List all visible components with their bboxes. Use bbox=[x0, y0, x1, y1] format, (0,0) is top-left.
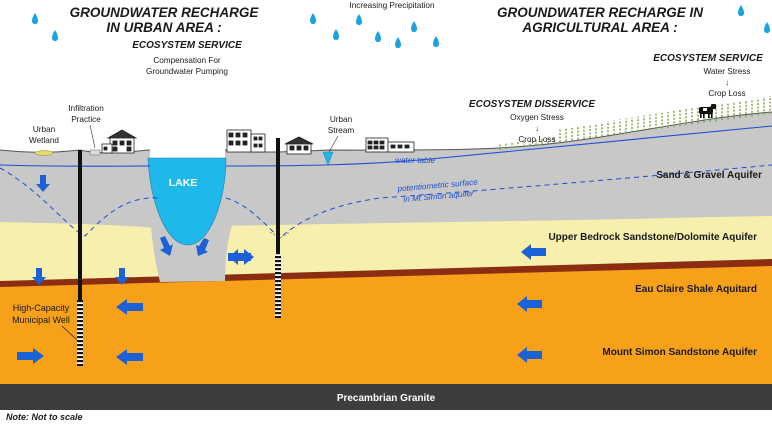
rain-drop-icon bbox=[375, 31, 381, 42]
precipitation-label: Increasing Precipitation bbox=[349, 1, 435, 10]
well-label-2: Municipal Well bbox=[12, 315, 70, 325]
rain-drops bbox=[32, 5, 770, 48]
flow-arrow bbox=[116, 299, 143, 315]
agri-ecosystem-service-title: ECOSYSTEM SERVICE bbox=[653, 53, 763, 64]
agri-service-text-2: Crop Loss bbox=[708, 89, 745, 98]
stream-well-screen bbox=[275, 254, 281, 318]
flow-arrow bbox=[116, 349, 143, 365]
urban-header-line-1: GROUNDWATER RECHARGE bbox=[70, 5, 260, 20]
agricultural-header-line-2: AGRICULTURAL AREA : bbox=[521, 20, 677, 35]
municipal-well-casing bbox=[78, 150, 82, 366]
urban-stream-leader-line bbox=[328, 135, 339, 153]
flow-arrow bbox=[517, 347, 542, 363]
water-table-label: water table bbox=[395, 156, 435, 165]
cow-icon bbox=[699, 104, 716, 118]
flow-arrow bbox=[196, 238, 209, 256]
upper-bedrock-label: Upper Bedrock Sandstone/Dolomite Aquifer bbox=[548, 232, 757, 243]
flow-arrow bbox=[160, 236, 173, 256]
urban-header: GROUNDWATER RECHARGE IN URBAN AREA : bbox=[70, 5, 260, 35]
building-house-center bbox=[284, 136, 314, 155]
flow-arrow bbox=[228, 249, 254, 265]
granite-label: Precambrian Granite bbox=[337, 393, 436, 404]
agri-service-text-1: Water Stress bbox=[703, 67, 750, 76]
urban-stream-label-2: Stream bbox=[328, 126, 355, 135]
agri-service-arrow: ↓ bbox=[725, 78, 729, 87]
well-leader-line bbox=[61, 325, 78, 341]
ecosystem-disservice-title: ECOSYSTEM DISSERVICE bbox=[469, 99, 595, 110]
mount-simon-label: Mount Simon Sandstone Aquifer bbox=[602, 347, 757, 358]
rain-drop-icon bbox=[310, 13, 316, 24]
scale-note: Note: Not to scale bbox=[6, 412, 83, 422]
agricultural-header-line-1: GROUNDWATER RECHARGE IN bbox=[497, 5, 703, 20]
urban-header-line-2: IN URBAN AREA : bbox=[106, 20, 221, 35]
infiltration-label-2: Practice bbox=[71, 115, 101, 124]
urban-service-text-1: Compensation For bbox=[153, 56, 221, 65]
building-house-left bbox=[101, 129, 138, 154]
water-table-line bbox=[0, 125, 772, 167]
flow-arrow bbox=[115, 268, 129, 285]
urban-wetland-label-2: Wetland bbox=[29, 136, 59, 145]
rain-drop-icon bbox=[356, 14, 362, 25]
urban-stream-label-1: Urban bbox=[330, 115, 353, 124]
well-label-1: High-Capacity bbox=[13, 303, 70, 313]
potentiometric-surface-line bbox=[0, 164, 772, 239]
rain-drop-icon bbox=[32, 13, 38, 24]
urban-ecosystem-service-title: ECOSYSTEM SERVICE bbox=[132, 40, 242, 51]
disservice-text-1: Oxygen Stress bbox=[510, 113, 564, 122]
precambrian-granite-layer bbox=[0, 384, 772, 410]
urban-buildings bbox=[101, 129, 415, 155]
building-block-right bbox=[365, 137, 415, 153]
urban-wetland-marsh bbox=[34, 150, 54, 156]
disservice-arrow: ↓ bbox=[535, 124, 539, 133]
infiltration-label-1: Infiltration bbox=[68, 104, 104, 113]
stream-well-casing bbox=[276, 138, 280, 316]
flow-arrow bbox=[521, 244, 546, 260]
rain-drop-icon bbox=[738, 5, 744, 16]
flow-arrow bbox=[36, 175, 50, 192]
flow-arrow bbox=[17, 348, 44, 364]
sand-gravel-label: Sand & Gravel Aquifer bbox=[656, 170, 762, 181]
flow-arrow bbox=[517, 296, 542, 312]
urban-service-text-2: Groundwater Pumping bbox=[146, 67, 228, 76]
rain-drop-icon bbox=[52, 30, 58, 41]
eau-claire-label: Eau Claire Shale Aquitard bbox=[635, 284, 757, 295]
mount-simon-aquifer-layer bbox=[0, 263, 772, 384]
infiltration-leader-line bbox=[89, 124, 96, 149]
disservice-text-2: Crop Loss bbox=[518, 135, 555, 144]
flow-arrow bbox=[32, 268, 46, 285]
rain-drop-icon bbox=[411, 21, 417, 32]
rain-drop-icon bbox=[764, 22, 770, 33]
urban-wetland-label-1: Urban bbox=[33, 125, 56, 134]
municipal-well-screen bbox=[77, 300, 83, 366]
groundwater-flow-arrows bbox=[17, 175, 546, 365]
rain-drop-icon bbox=[395, 37, 401, 48]
infiltration-practice-basin bbox=[89, 149, 101, 156]
urban-stream-notch bbox=[322, 151, 334, 166]
rain-drop-icon bbox=[433, 36, 439, 47]
building-tall-center bbox=[226, 129, 266, 153]
lake-label: LAKE bbox=[169, 177, 198, 189]
agricultural-header: GROUNDWATER RECHARGE IN AGRICULTURAL ARE… bbox=[497, 5, 703, 35]
rain-drop-icon bbox=[333, 29, 339, 40]
